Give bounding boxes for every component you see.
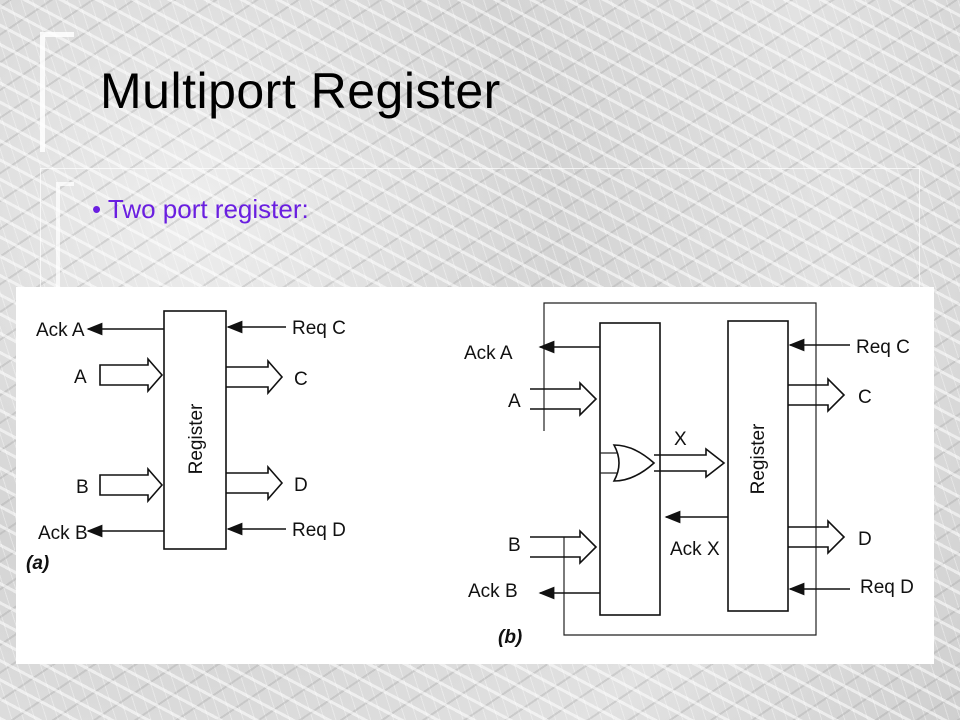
register-diagrams: Register Ack A A B Ack B Req C C D (26, 302, 914, 648)
d-label-b: D (858, 529, 872, 550)
a-label-a: A (74, 367, 87, 388)
c-label-a: C (294, 369, 308, 390)
b-label-b: B (508, 535, 521, 556)
req-c-label-a: Req C (292, 318, 346, 339)
b-input-arrow-a (99, 466, 164, 504)
b-label-a: B (76, 477, 89, 498)
d-label-a: D (294, 475, 308, 496)
ack-x-label-b: Ack X (670, 539, 720, 560)
bullet-text: Two port register: (107, 194, 309, 224)
c-output-arrow-a (226, 358, 284, 396)
c-output-arrow-b (788, 377, 846, 413)
a-input-arrow-a (99, 356, 164, 394)
register-label-b: Register (748, 423, 769, 494)
req-d-label-a: Req D (292, 520, 346, 541)
x-output-arrow-b (654, 447, 726, 479)
caption-a: (a) (26, 553, 49, 574)
caption-b: (b) (498, 627, 522, 648)
d-output-arrow-a (226, 464, 284, 502)
diagram-area: Register Ack A A B Ack B Req C C D (16, 287, 934, 664)
ack-b-label-a: Ack B (38, 523, 88, 544)
register-label-a: Register (186, 403, 207, 474)
a-label-b: A (508, 391, 521, 412)
req-d-label-b: Req D (860, 577, 914, 598)
feedback-frame-b (543, 302, 817, 636)
c-label-b: C (858, 387, 872, 408)
req-c-label-b: Req C (856, 337, 910, 358)
ack-a-label-b: Ack A (464, 343, 513, 364)
or-gate-b (612, 444, 656, 482)
a-input-arrow-b (530, 381, 598, 417)
slide-title: Multiport Register (100, 63, 501, 119)
b-input-arrow-b (530, 529, 598, 565)
ack-a-label-a: Ack A (36, 320, 85, 341)
arbiter-block-b (599, 322, 661, 616)
bullet-marker: • (92, 194, 102, 224)
bullet-item: • Two port register: (92, 194, 309, 225)
ack-b-label-b: Ack B (468, 581, 518, 602)
decorative-bracket (40, 32, 74, 152)
register-block-b (727, 320, 789, 612)
decorative-bracket-small (56, 182, 74, 292)
x-label-b: X (674, 429, 687, 450)
d-output-arrow-b (788, 519, 846, 555)
diagram-b: Register Ack A A B Ack B X Ack X Req C (464, 302, 914, 648)
diagram-a: Register Ack A A B Ack B Req C C D (26, 310, 346, 574)
register-block-a (163, 310, 227, 550)
